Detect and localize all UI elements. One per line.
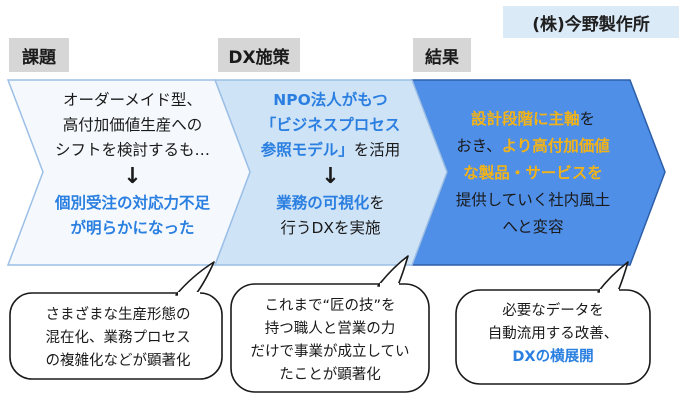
bubble-line: 混在化、業務プロセス: [45, 330, 191, 346]
bubble-line: これまで“匠の技”を: [264, 298, 396, 314]
issue-text-block: オーダーメイド型、 高付加価値生産への シフトを検討するも… ↓ 個別受注の対応…: [30, 88, 235, 241]
down-arrow-icon: ↓: [321, 164, 340, 189]
bubble-line: 必要なデータを: [502, 303, 604, 319]
bubble-line: さまざまな生産形態の: [45, 307, 191, 323]
dx-highlight: 「ビジネスプロセス: [260, 116, 401, 134]
bubble-line: の複雑化などが顕著化: [45, 353, 191, 369]
dx-label: DX施策: [218, 38, 300, 72]
result-label: 結果: [413, 38, 471, 72]
down-arrow-icon: ↓: [123, 164, 142, 189]
dx-highlight: NPO法人がもつ: [273, 91, 388, 109]
result-highlight: な製品・サービスを: [463, 164, 603, 182]
company-name: (株)今野製作所: [503, 6, 679, 38]
result-highlight: より高付加価値: [501, 137, 610, 155]
bubble-line: たことが顕著化: [279, 367, 381, 383]
bubble-line: 自動流用する改善、: [487, 326, 619, 342]
result-line: 提供していく社内風土: [455, 191, 611, 209]
bubble-line: だけで事業が成立してい: [250, 344, 410, 360]
dx-line: 業務の可視化を: [238, 191, 423, 216]
result-line: 設計段階に主軸を: [438, 106, 628, 133]
issue-line: 高付加価値生産への: [62, 116, 203, 134]
issue-arrow-shape: [6, 79, 251, 266]
bubble-1: [9, 261, 223, 380]
result-line: おき、より高付加価値: [438, 133, 628, 160]
dx-text-block: NPO法人がもつ 「ビジネスプロセス 参照モデル」を活用 ↓ 業務の可視化を 行…: [238, 88, 423, 241]
dx-highlight: 業務の可視化: [276, 194, 370, 212]
dx-text: を活用: [353, 141, 401, 159]
bubble-1-text: さまざまな生産形態の 混在化、業務プロセス の複雑化などが顕著化: [18, 304, 218, 373]
dx-line: 参照モデル」を活用: [238, 138, 423, 163]
issue-label: 課題: [9, 38, 69, 72]
dx-highlight: 参照モデル」: [260, 141, 354, 159]
result-line: へと変容: [502, 218, 564, 236]
bubble-3-text: 必要なデータを 自動流用する改善、 DXの横展開: [463, 300, 643, 369]
bubble-highlight: DXの横展開: [512, 349, 594, 365]
issue-highlight: が明らかになった: [70, 219, 195, 237]
issue-line: シフトを検討するも…: [54, 141, 210, 159]
bubble-2-text: これまで“匠の技”を 持つ職人と営業の力 だけで事業が成立してい たことが顕著化: [236, 295, 424, 387]
result-text: を: [579, 110, 596, 128]
issue-highlight: 個別受注の対応力不足: [54, 194, 210, 212]
issue-line: オーダーメイド型、: [63, 91, 202, 109]
result-highlight: 設計段階に主軸: [470, 110, 580, 128]
result-text: おき、: [456, 137, 502, 155]
dx-text: を: [369, 194, 385, 212]
bubble-line: 持つ職人と営業の力: [264, 321, 396, 337]
bubble-3: [455, 261, 651, 385]
dx-line: 行うDXを実施: [280, 219, 381, 237]
result-text-block: 設計段階に主軸を おき、より高付加価値 な製品・サービスを 提供していく社内風土…: [438, 106, 628, 241]
bubble-2: [230, 255, 430, 393]
